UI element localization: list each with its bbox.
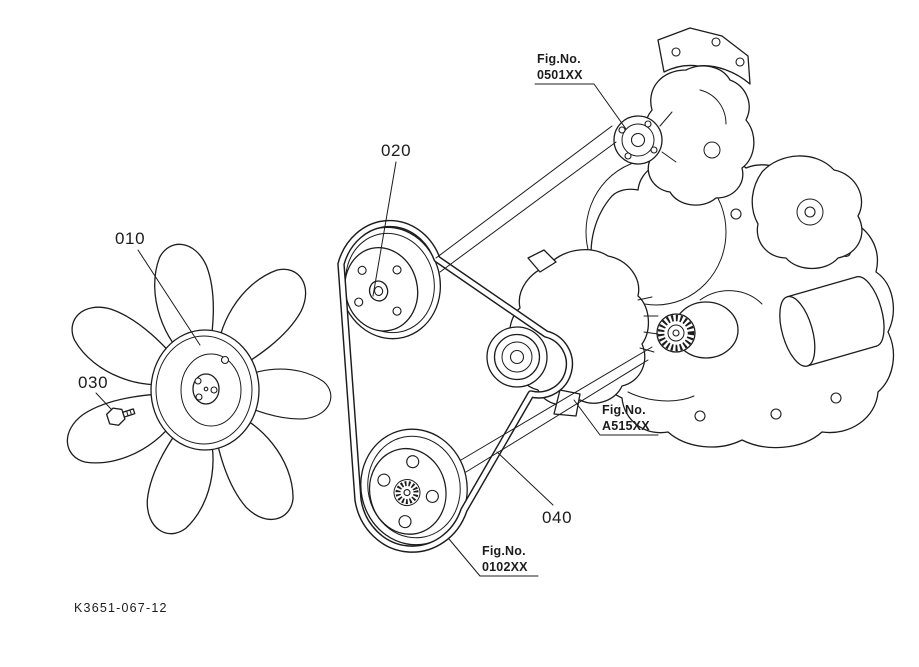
belt-illustration bbox=[337, 219, 574, 553]
part-label-fan: 010 bbox=[115, 229, 145, 248]
water-pump-body bbox=[642, 65, 755, 206]
engine-block-illustration bbox=[584, 153, 895, 449]
part-label-bolt: 030 bbox=[78, 373, 108, 392]
fig-ref-dynamo-number: A515XX bbox=[602, 419, 650, 433]
fig-ref-dynamo: Fig.No. A515XX bbox=[573, 399, 659, 436]
water-pump-pulley bbox=[613, 115, 663, 165]
fig-ref-water-pump-number: 0501XX bbox=[537, 68, 583, 82]
leader-030 bbox=[95, 392, 112, 410]
leader-fig-a515 bbox=[573, 399, 659, 436]
fig-ref-crank-pulley: Fig.No. 0102XX bbox=[448, 538, 539, 577]
alternator-top-lug bbox=[527, 249, 557, 273]
fig-ref-crank-pulley-prefix: Fig.No. bbox=[482, 544, 526, 558]
callouts: 010 020 030 040 Fig.No. 0501XX Fig.No. A… bbox=[74, 52, 659, 615]
fig-ref-dynamo-prefix: Fig.No. bbox=[602, 403, 646, 417]
alternator-mount-lug bbox=[553, 389, 581, 417]
fig-ref-crank-pulley-number: 0102XX bbox=[482, 560, 528, 574]
water-pump-bracket-bolts bbox=[671, 37, 745, 67]
leader-040 bbox=[496, 451, 554, 506]
water-pump-illustration bbox=[613, 27, 755, 206]
fan-hub bbox=[150, 329, 260, 451]
fan-illustration bbox=[57, 239, 334, 542]
part-label-belt: 040 bbox=[542, 508, 572, 527]
fig-ref-water-pump-prefix: Fig.No. bbox=[537, 52, 581, 66]
thermostat-cylinder bbox=[779, 276, 885, 367]
leader-010 bbox=[137, 249, 201, 346]
drawing-number: K3651-067-12 bbox=[74, 601, 168, 615]
leader-fig-0501 bbox=[534, 83, 627, 130]
leader-fig-0102 bbox=[448, 538, 539, 577]
engine-side-cover bbox=[751, 155, 863, 270]
crankshaft-pulley-illustration bbox=[360, 428, 468, 546]
part-label-fan-pulley: 020 bbox=[381, 141, 411, 160]
fig-ref-water-pump: Fig.No. 0501XX bbox=[534, 52, 627, 130]
bolt-illustration bbox=[105, 407, 136, 426]
crankshaft-spline-stub bbox=[656, 301, 739, 359]
alternator-pulley-face bbox=[493, 333, 541, 381]
shaft-axis-lines bbox=[435, 125, 653, 473]
leader-020 bbox=[372, 161, 397, 297]
